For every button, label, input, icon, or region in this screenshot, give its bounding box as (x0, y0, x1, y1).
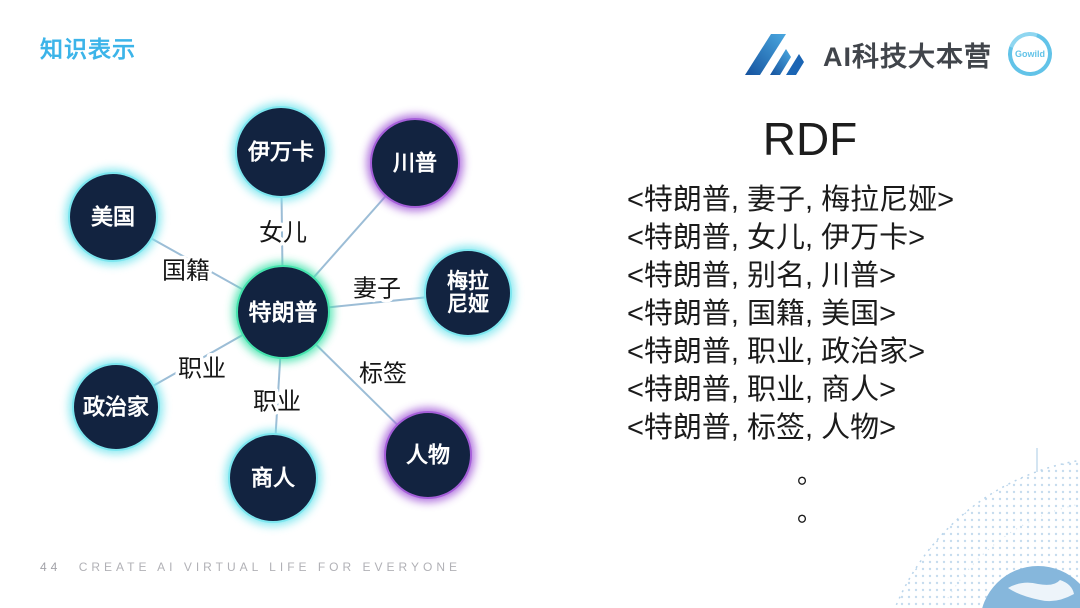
edge-label-trump-melania: 妻子 (353, 276, 401, 303)
rdf-ellipsis-dot: 。 (796, 459, 823, 489)
rdf-title: RDF (762, 113, 858, 165)
node-label-ivanka: 伊万卡 (247, 140, 314, 165)
edge-label-trump-usa: 国籍 (162, 258, 210, 285)
page-title: 知识表示 (40, 36, 136, 62)
partner-logo: Gowild (1000, 24, 1060, 84)
header-brand-cluster: AI科技大本营 Gowild (743, 24, 1060, 84)
node-label-usa: 美国 (91, 205, 135, 230)
edge-label-trump-politician: 职业 (178, 356, 226, 383)
rdf-triple: <特朗普, 女儿, 伊万卡> (627, 222, 926, 254)
rdf-panel: RDF <特朗普, 妻子, 梅拉尼娅> <特朗普, 女儿, 伊万卡> <特朗普, 别… (590, 110, 1030, 531)
edge-label-trump-ivanka: 女儿 (259, 220, 307, 247)
rdf-triple: <特朗普, 妻子, 梅拉尼娅> (627, 184, 955, 216)
rdf-triple: <特朗普, 职业, 商人> (627, 374, 897, 406)
node-businessman (228, 433, 318, 523)
node-ivanka (235, 106, 327, 198)
node-politician (72, 363, 160, 451)
brand-name: AI科技大本营 (823, 41, 992, 72)
partner-logo-text: Gowild (1015, 49, 1045, 59)
footer-text: CREATE AI VIRTUAL LIFE FOR EVERYONE (78, 560, 461, 574)
rdf-triple-list: <特朗普, 妻子, 梅拉尼娅> <特朗普, 女儿, 伊万卡> <特朗普, 别名, 川… (590, 181, 1030, 447)
node-chuanpu (370, 118, 460, 208)
node-label-trump: 特朗普 (249, 299, 318, 325)
brand-logo-icon (745, 34, 804, 75)
node-label-politician: 政治家 (83, 395, 150, 420)
rdf-triple: <特朗普, 职业, 政治家> (627, 336, 926, 368)
page-number: 44 (40, 560, 62, 574)
node-label-businessman: 商人 (251, 466, 295, 491)
node-trump (236, 265, 330, 359)
node-label-chuanpu: 川普 (392, 151, 437, 176)
rdf-triple: <特朗普, 国籍, 美国> (627, 298, 897, 330)
rdf-triple: <特朗普, 别名, 川普> (627, 260, 897, 292)
rdf-triple: <特朗普, 标签, 人物> (627, 412, 897, 444)
node-label-person: 人物 (406, 443, 450, 468)
rdf-ellipsis: 。。 (590, 455, 1030, 531)
edge-label-trump-businessman: 职业 (253, 389, 301, 416)
node-melania (424, 249, 512, 337)
node-usa (68, 172, 158, 262)
node-person (384, 411, 472, 499)
edge-label-trump-person: 标签 (359, 361, 407, 388)
node-label-melania: 梅拉尼娅 (447, 269, 489, 316)
footer: 44 CREATE AI VIRTUAL LIFE FOR EVERYONE (40, 560, 461, 574)
rdf-ellipsis-dot: 。 (796, 497, 823, 527)
